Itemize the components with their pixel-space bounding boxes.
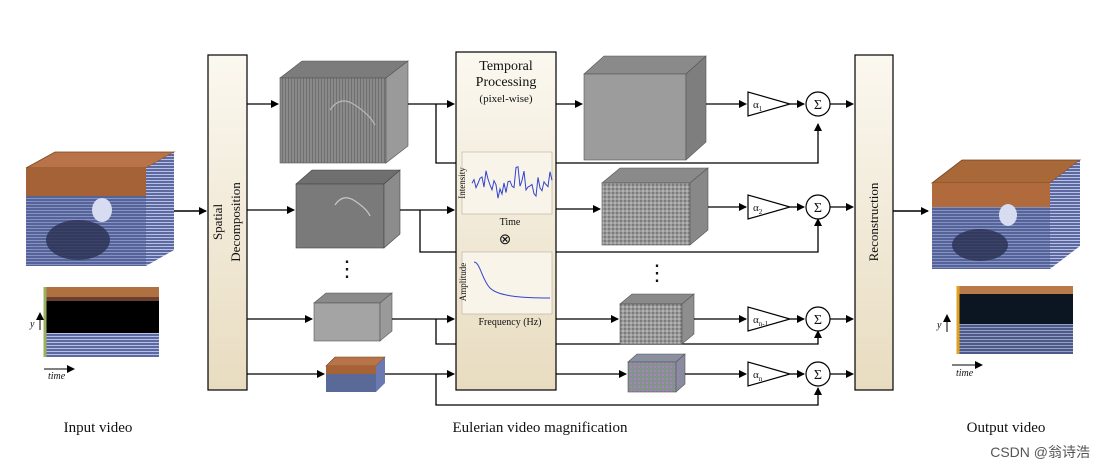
intensity-time-plot: Intensity Time	[457, 151, 553, 228]
amplitude-axis-label: Amplitude	[458, 263, 468, 302]
temporal-label-1: Temporal	[479, 59, 533, 74]
time-axis-label: Time	[500, 217, 521, 228]
output-xt-slice: y time	[936, 286, 1073, 379]
sum-symbol: Σ	[814, 98, 822, 113]
input-video-caption: Input video	[64, 420, 133, 436]
gain-amplifier	[747, 306, 793, 332]
band-cube-3	[313, 292, 393, 342]
band-ellipsis-left: ⋮	[336, 256, 358, 281]
gain-label: α2	[753, 202, 763, 216]
filtered-cube-3	[619, 293, 695, 345]
filtered-cube-4	[627, 353, 686, 393]
gain-amplifier	[747, 361, 793, 387]
spatial-decomposition-panel: Spatial Decomposition	[207, 54, 248, 391]
output-video-cube	[930, 159, 1082, 269]
reconstruction-panel: Reconstruction	[854, 54, 894, 391]
sum-symbol: Σ	[814, 313, 822, 328]
sum-symbol: Σ	[814, 201, 822, 216]
temporal-label-2: Processing	[476, 75, 537, 90]
band-ellipsis-right: ⋮	[646, 260, 668, 285]
input-time-label: time	[48, 371, 66, 382]
gain-label: α1	[753, 99, 763, 113]
watermark: CSDN @翁诗浩	[990, 444, 1090, 460]
spatial-label-2: Decomposition	[228, 182, 243, 262]
temporal-to-filtered-arrows	[556, 100, 627, 378]
output-time-label: time	[956, 368, 974, 379]
sum-symbol: Σ	[814, 368, 822, 383]
intensity-signal-line	[471, 166, 553, 199]
reconstruction-label: Reconstruction	[866, 182, 881, 261]
input-video-cube	[25, 151, 176, 266]
intensity-axis-label: Intensity	[457, 167, 467, 199]
filtered-to-gain-arrows	[685, 100, 747, 378]
input-y-label: y	[29, 319, 35, 330]
spatial-label-1: Spatial	[210, 204, 225, 240]
amplitude-frequency-plot: Amplitude Frequency (Hz)	[458, 251, 553, 328]
gain-amplifier	[747, 194, 793, 220]
filtered-cube-1	[583, 55, 707, 161]
frequency-axis-label: Frequency (Hz)	[478, 317, 541, 328]
output-y-label: y	[936, 320, 942, 331]
convolution-symbol: ⊗	[499, 232, 512, 248]
temporal-label-3: (pixel-wise)	[479, 93, 532, 105]
band-cube-2	[295, 169, 401, 249]
decomp-to-band-arrows	[247, 100, 325, 378]
gain-label: αn	[753, 369, 763, 383]
band-cube-4	[325, 356, 386, 392]
output-video-caption: Output video	[967, 420, 1046, 436]
evm-caption: Eulerian video magnification	[453, 420, 628, 436]
gain-amplifier	[747, 91, 793, 117]
frequency-response-curve	[473, 261, 551, 299]
band-cube-1	[279, 60, 409, 164]
input-xt-slice: y time	[29, 287, 159, 382]
filtered-cube-2	[601, 167, 709, 246]
temporal-processing-panel: Temporal Processing (pixel-wise) Intensi…	[455, 51, 557, 391]
